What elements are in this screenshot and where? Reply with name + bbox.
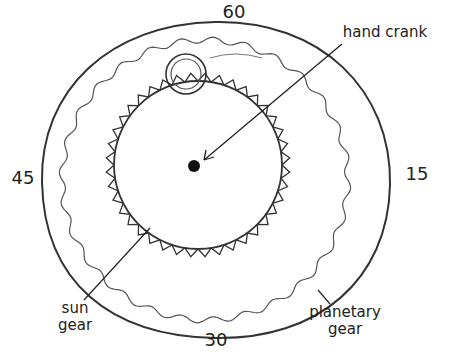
callout-number: 15 [400, 164, 434, 185]
part-label: hand crank [330, 24, 440, 41]
callout-number: 30 [196, 330, 236, 351]
ring-gear [59, 37, 350, 323]
planet-gear-inner [171, 59, 201, 89]
leader-line [204, 44, 342, 160]
callout-number: 45 [6, 168, 40, 189]
arrowhead [204, 150, 214, 160]
part-label: planetary gear [300, 304, 390, 339]
sun-gear-teeth [106, 73, 289, 256]
motion-mark [210, 54, 262, 58]
sun-gear [114, 81, 282, 249]
leader-line [318, 290, 330, 304]
part-label: sun gear [46, 300, 104, 335]
crank-axle [188, 160, 200, 172]
outer-housing [42, 22, 390, 338]
leader-line [84, 228, 150, 300]
planet-gear [166, 54, 206, 94]
callout-number: 60 [212, 2, 256, 23]
